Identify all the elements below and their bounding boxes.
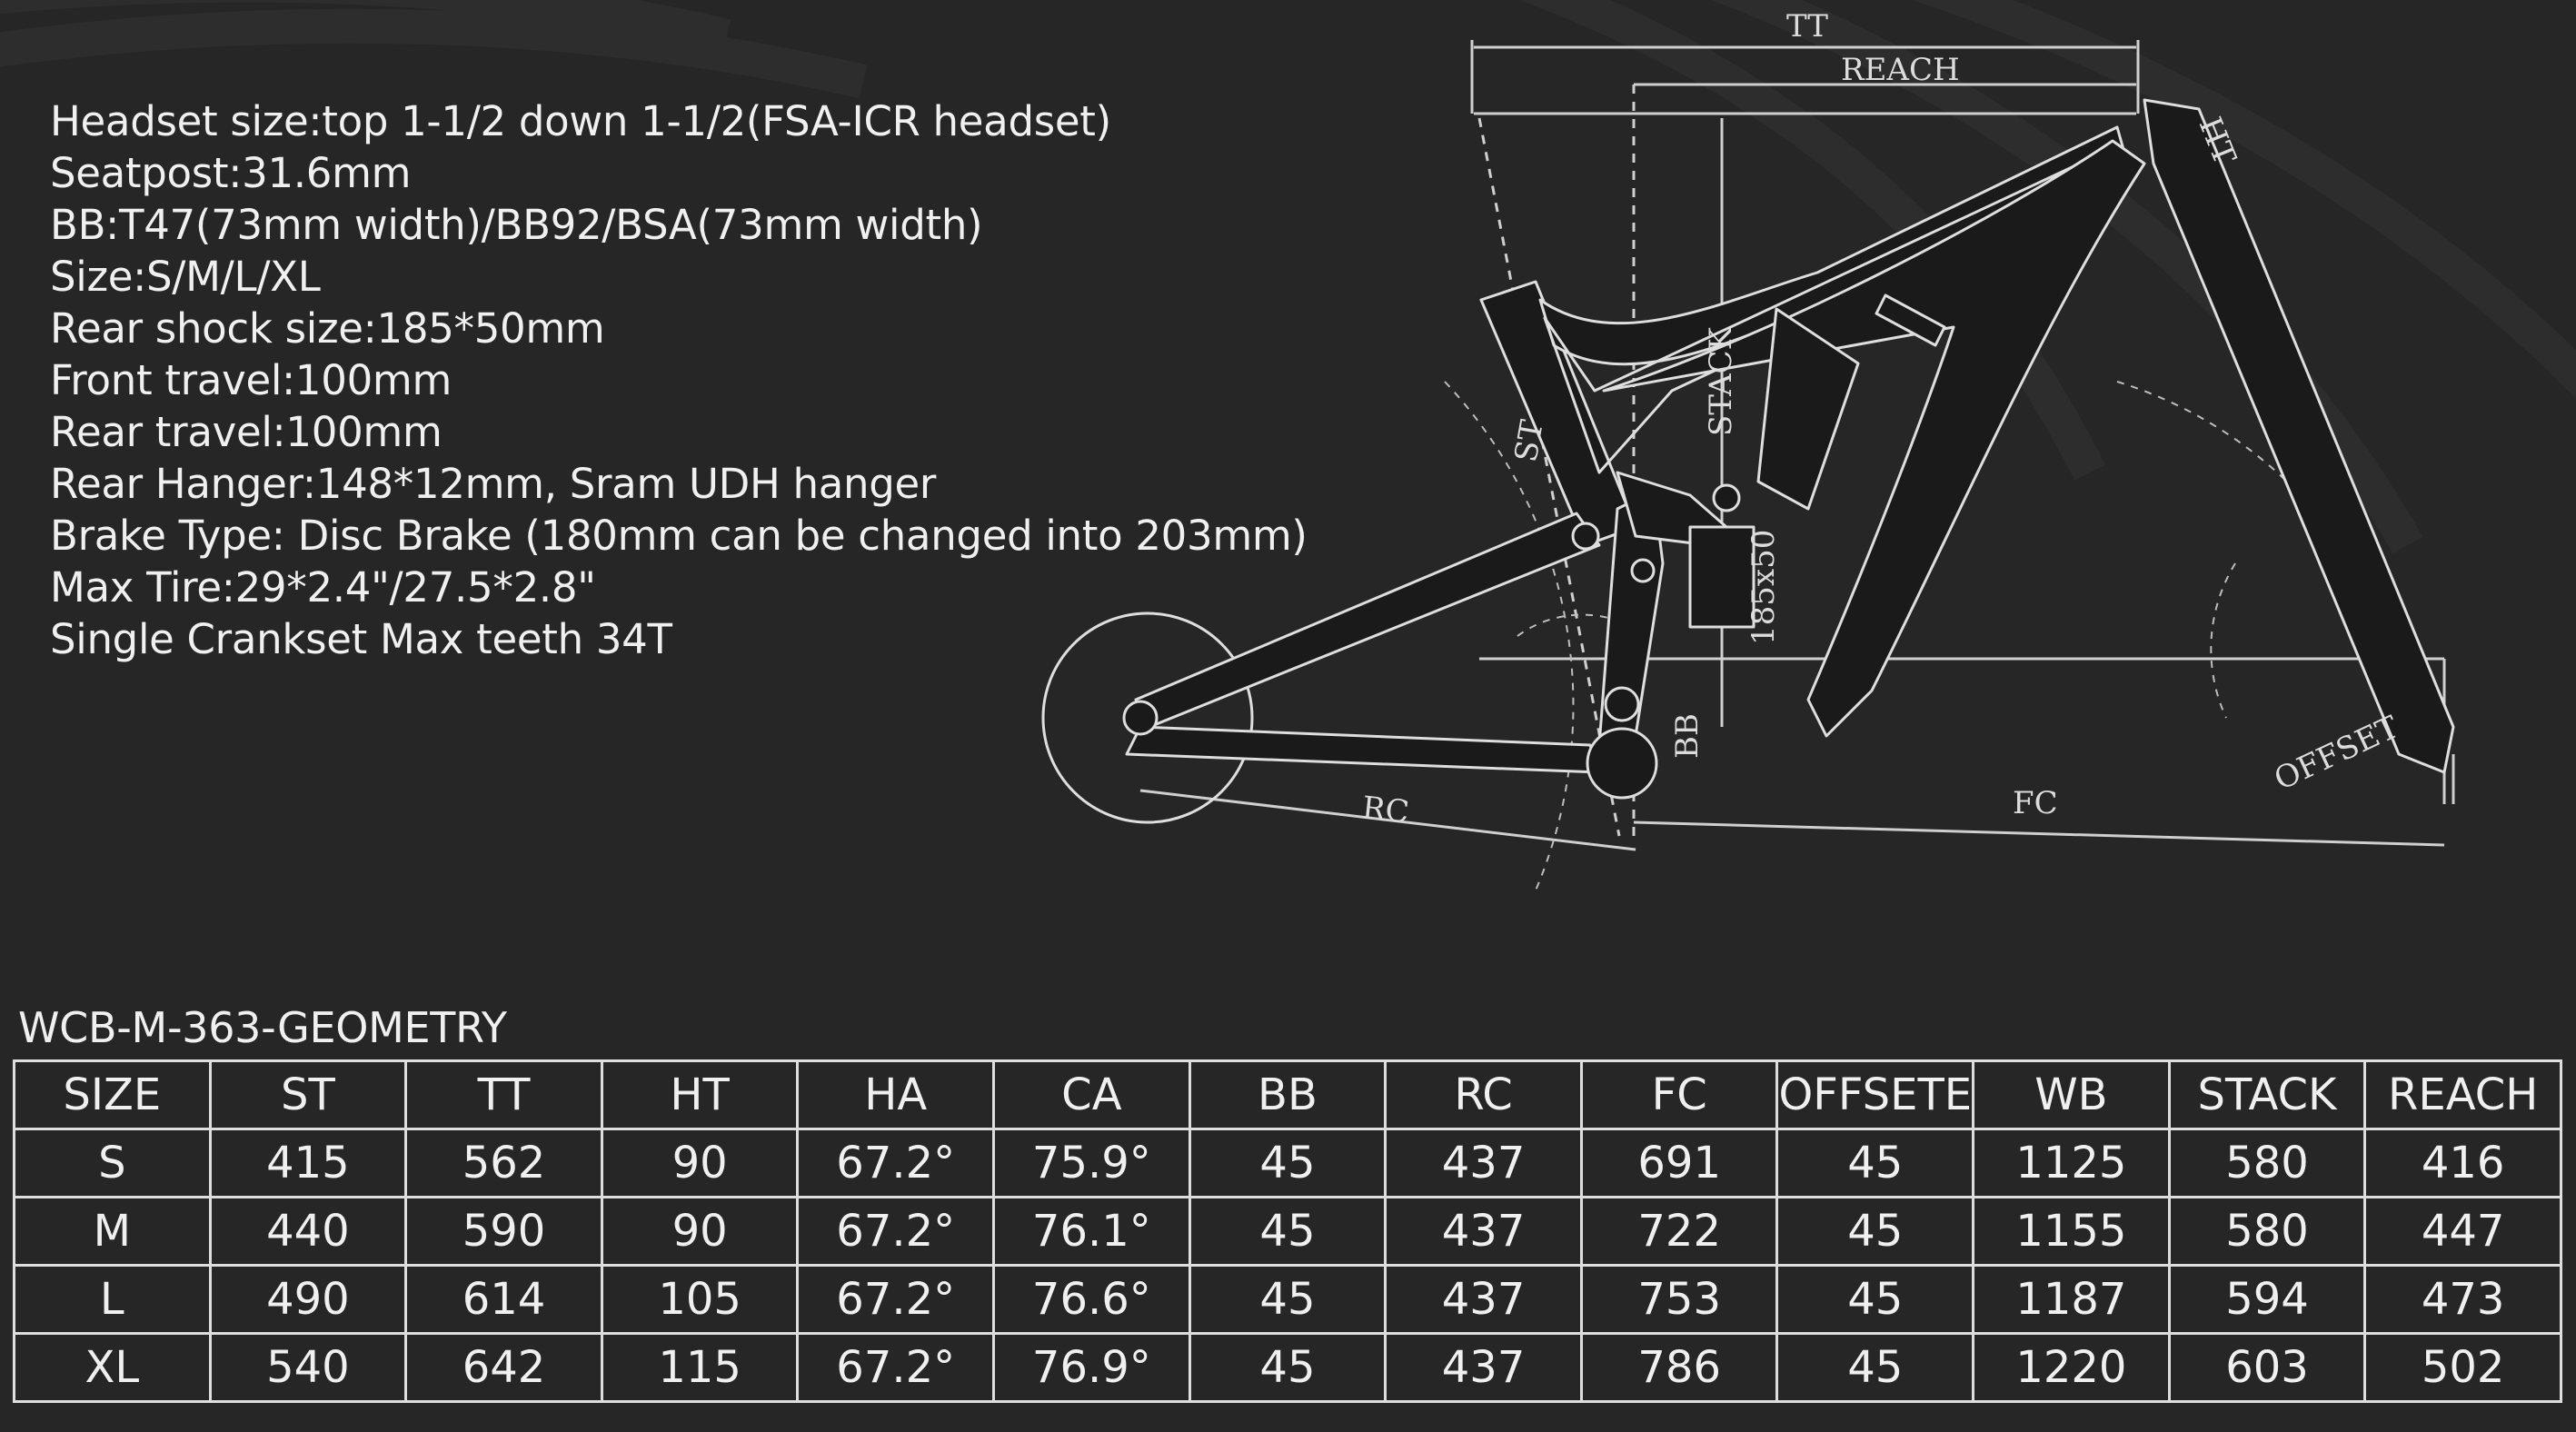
table-cell: 447 — [2363, 1196, 2562, 1267]
table-cell: 416 — [2363, 1128, 2562, 1198]
table-cell: 614 — [404, 1264, 603, 1335]
header-rc: RC — [1384, 1059, 1583, 1130]
table-cell: 437 — [1384, 1196, 1583, 1267]
header-fc: FC — [1579, 1059, 1779, 1130]
header-ha: HA — [796, 1059, 996, 1130]
table-cell: 1155 — [1972, 1196, 2171, 1267]
table-cell: 473 — [2363, 1264, 2562, 1335]
table-cell: 437 — [1384, 1332, 1583, 1403]
fc-label: FC — [2013, 785, 2058, 821]
offset-label: OFFSET — [2269, 709, 2404, 798]
table-cell: 540 — [208, 1332, 408, 1403]
spec-crankset: Single Crankset Max teeth 34T — [50, 615, 672, 663]
table-cell: 45 — [1775, 1128, 1975, 1198]
table-cell: 67.2° — [796, 1196, 996, 1267]
header-ht: HT — [600, 1059, 800, 1130]
table-cell: 45 — [1775, 1196, 1975, 1267]
table-cell: 45 — [1188, 1196, 1387, 1267]
table-cell: 45 — [1775, 1332, 1975, 1403]
table-row: M 440 590 90 67.2° 76.1° 45 437 722 45 1… — [13, 1196, 2562, 1267]
header-st: ST — [208, 1059, 408, 1130]
table-header-row: SIZE ST TT HT HA CA BB RC FC OFFSETE WB … — [13, 1059, 2562, 1130]
frame-tubes — [1125, 98, 2455, 774]
table-cell: 90 — [600, 1128, 800, 1198]
spec-brake-type: Brake Type: Disc Brake (180mm can be cha… — [50, 512, 1308, 560]
table-cell: 105 — [600, 1264, 800, 1335]
table-cell: 45 — [1188, 1128, 1387, 1198]
header-wb: WB — [1972, 1059, 2171, 1130]
table-cell: 437 — [1384, 1128, 1583, 1198]
table-cell: 490 — [208, 1264, 408, 1335]
table-cell: XL — [13, 1332, 212, 1403]
table-cell: 115 — [600, 1332, 800, 1403]
table-cell: 76.6° — [992, 1264, 1191, 1335]
tt-label: TT — [1786, 8, 1828, 45]
spec-headset: Headset size:top 1-1/2 down 1-1/2(FSA-IC… — [50, 97, 1111, 145]
table-cell: 1187 — [1972, 1264, 2171, 1335]
table-cell: 76.1° — [992, 1196, 1191, 1267]
header-size: SIZE — [13, 1059, 212, 1130]
spec-rear-travel: Rear travel:100mm — [50, 408, 443, 456]
table-cell: 786 — [1579, 1332, 1779, 1403]
dimension-lines — [1139, 40, 2455, 851]
header-ca: CA — [992, 1059, 1191, 1130]
table-cell: 45 — [1188, 1332, 1387, 1403]
table-row: S 415 562 90 67.2° 75.9° 45 437 691 45 1… — [13, 1128, 2562, 1198]
table-cell: 691 — [1579, 1128, 1779, 1198]
table-row: XL 540 642 115 67.2° 76.9° 45 437 786 45… — [13, 1332, 2562, 1403]
header-bb: BB — [1188, 1059, 1387, 1130]
table-cell: M — [13, 1196, 212, 1267]
header-stack: STACK — [2167, 1059, 2367, 1130]
table-cell: 1220 — [1972, 1332, 2171, 1403]
stack-label: STACK — [1703, 326, 1739, 436]
table-cell: 594 — [2167, 1264, 2367, 1335]
rear-wheel-circle — [1041, 612, 1254, 824]
table-cell: 590 — [404, 1196, 603, 1267]
table-cell: 502 — [2363, 1332, 2562, 1403]
table-cell: 580 — [2167, 1128, 2367, 1198]
table-cell: L — [13, 1264, 212, 1335]
table-cell: 440 — [208, 1196, 408, 1267]
bb-label: BB — [1669, 713, 1706, 759]
table-cell: 67.2° — [796, 1332, 996, 1403]
table-cell: S — [13, 1128, 212, 1198]
spec-seatpost: Seatpost:31.6mm — [50, 149, 412, 197]
reach-label: REACH — [1841, 52, 1960, 88]
rc-label: RC — [1360, 790, 1411, 830]
spec-rear-shock: Rear shock size:185*50mm — [50, 304, 605, 353]
table-cell: 562 — [404, 1128, 603, 1198]
table-cell: 75.9° — [992, 1128, 1191, 1198]
table-cell: 722 — [1579, 1196, 1779, 1267]
table-cell: 45 — [1775, 1264, 1975, 1335]
table-cell: 45 — [1188, 1264, 1387, 1335]
table-cell: 76.9° — [992, 1332, 1191, 1403]
geometry-table: SIZE ST TT HT HA CA BB RC FC OFFSETE WB … — [13, 1059, 2562, 1403]
spec-list: Headset size:top 1-1/2 down 1-1/2(FSA-IC… — [50, 95, 1308, 665]
header-reach: REACH — [2363, 1059, 2562, 1130]
header-offset: OFFSETE — [1775, 1059, 1975, 1130]
table-cell: 753 — [1579, 1264, 1779, 1335]
spec-max-tire: Max Tire:29*2.4"/27.5*2.8" — [50, 563, 596, 612]
frame-joints — [1122, 483, 1741, 800]
frame-geometry-diagram: TT REACH HT STACK ST 185x50 BB RC FC OFF… — [1041, 8, 2455, 891]
table-cell: 90 — [600, 1196, 800, 1267]
table-row: L 490 614 105 67.2° 76.6° 45 437 753 45 … — [13, 1264, 2562, 1335]
table-cell: 437 — [1384, 1264, 1583, 1335]
spec-sizes: Size:S/M/L/XL — [50, 253, 321, 301]
table-cell: 642 — [404, 1332, 603, 1403]
table-cell: 580 — [2167, 1196, 2367, 1267]
table-cell: 1125 — [1972, 1128, 2171, 1198]
table-cell: 603 — [2167, 1332, 2367, 1403]
spec-bottom-bracket: BB:T47(73mm width)/BB92/BSA(73mm width) — [50, 201, 983, 249]
table-cell: 67.2° — [796, 1128, 996, 1198]
spec-rear-hanger: Rear Hanger:148*12mm, Sram UDH hanger — [50, 460, 937, 508]
table-cell: 415 — [208, 1128, 408, 1198]
geometry-table-title: WCB-M-363-GEOMETRY — [18, 1003, 507, 1052]
shock-size-label: 185x50 — [1746, 530, 1782, 645]
st-label: ST — [1507, 417, 1550, 465]
table-cell: 67.2° — [796, 1264, 996, 1335]
spec-front-travel: Front travel:100mm — [50, 356, 452, 404]
header-tt: TT — [404, 1059, 603, 1130]
